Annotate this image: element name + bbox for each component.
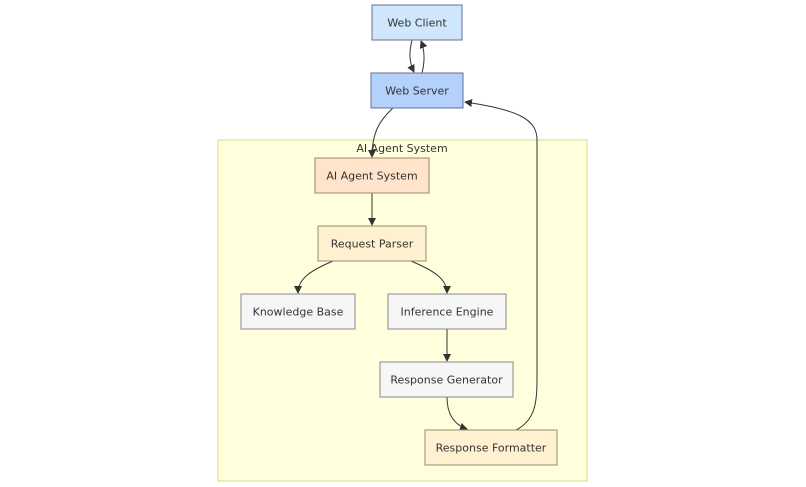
edges bbox=[294, 39, 538, 431]
node-box bbox=[424, 429, 558, 466]
edge-request-parser-to-inference-engine bbox=[410, 260, 451, 294]
node-box bbox=[379, 361, 514, 398]
node-box bbox=[371, 4, 463, 41]
node-inference-engine: Inference Engine bbox=[387, 293, 507, 330]
node-box bbox=[387, 293, 507, 330]
node-label: AI Agent System bbox=[326, 170, 417, 183]
node-response-formatter: Response Formatter bbox=[424, 429, 558, 466]
node-knowledge-base: Knowledge Base bbox=[240, 293, 356, 330]
node-box bbox=[314, 157, 430, 194]
edge-request-parser-to-knowledge-base bbox=[294, 260, 334, 294]
edge-web-server-to-web-client bbox=[419, 40, 428, 74]
node-request-parser: Request Parser bbox=[317, 225, 427, 262]
node-box bbox=[317, 225, 427, 262]
node-label: Web Client bbox=[387, 17, 447, 30]
edge-response-generator-to-response-formatter bbox=[446, 396, 468, 431]
node-label: Response Generator bbox=[390, 374, 503, 387]
node-web-client: Web Client bbox=[371, 4, 463, 41]
edge-web-server-to-ai-agent-system bbox=[368, 107, 394, 158]
node-label: Inference Engine bbox=[401, 306, 494, 319]
cluster-title: AI Agent System bbox=[356, 142, 447, 155]
node-ai-agent-system: AI Agent System bbox=[314, 157, 430, 194]
node-web-server: Web Server bbox=[370, 72, 464, 109]
node-label: Response Formatter bbox=[436, 442, 547, 455]
node-label: Knowledge Base bbox=[253, 306, 344, 319]
edge-web-client-to-web-server bbox=[407, 39, 415, 73]
node-label: Request Parser bbox=[331, 238, 414, 251]
edge-response-formatter-to-web-server bbox=[464, 99, 538, 431]
node-response-generator: Response Generator bbox=[379, 361, 514, 398]
node-label: Web Server bbox=[385, 85, 449, 98]
node-box bbox=[240, 293, 356, 330]
node-box bbox=[370, 72, 464, 109]
